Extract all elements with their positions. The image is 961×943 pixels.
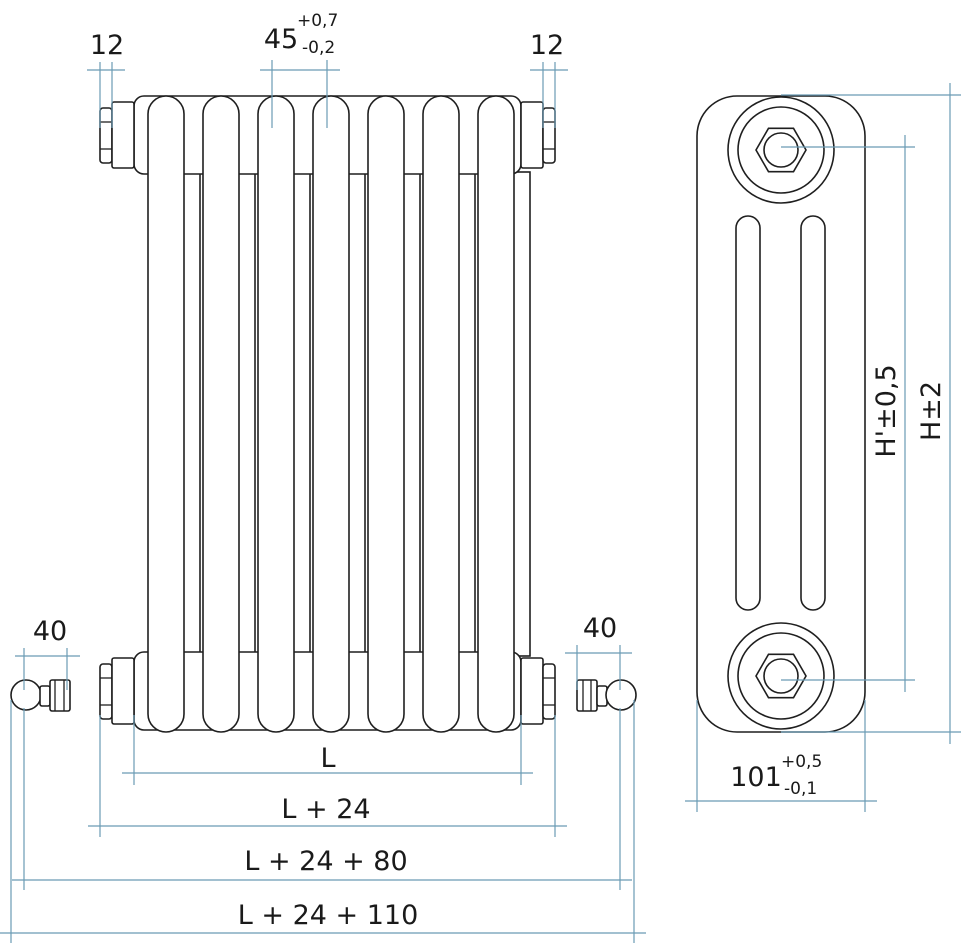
- left-valve: [10, 679, 71, 712]
- front-column: [202, 95, 240, 733]
- label-L-24-110: L + 24 + 110: [238, 900, 419, 931]
- label-45-upper-tol: +0,7: [297, 11, 338, 31]
- label-101-upper-tol: +0,5: [781, 752, 822, 772]
- right-bottom-plug: [520, 657, 556, 725]
- side-tube-left: [735, 215, 761, 611]
- label-40-right: 40: [583, 613, 617, 644]
- label-101: 101: [730, 762, 782, 793]
- front-column: [367, 95, 405, 733]
- label-40-left: 40: [33, 616, 67, 647]
- label-L: L: [320, 743, 335, 774]
- right-valve: [576, 679, 637, 712]
- right-top-plug: [520, 101, 556, 169]
- label-12-left: 12: [90, 30, 124, 61]
- left-top-plug: [99, 101, 135, 169]
- label-L-24: L + 24: [281, 794, 370, 825]
- bottom-connection-port: [727, 622, 835, 730]
- label-H: H±2: [916, 381, 947, 441]
- dimension-lines: [0, 60, 961, 943]
- front-view: [10, 95, 637, 733]
- side-tube-right: [800, 215, 826, 611]
- radiator-front-sections: [147, 95, 515, 733]
- label-45-lower-tol: -0,2: [302, 38, 335, 58]
- label-101-lower-tol: -0,1: [784, 779, 817, 799]
- label-12-right: 12: [530, 30, 564, 61]
- label-45: 45: [264, 24, 298, 55]
- front-column: [147, 95, 185, 733]
- label-L-24-80: L + 24 + 80: [244, 846, 407, 877]
- front-column: [422, 95, 460, 733]
- side-view: [696, 95, 866, 733]
- front-column: [312, 95, 350, 733]
- front-column: [477, 95, 515, 733]
- left-bottom-plug: [99, 657, 135, 725]
- top-connection-port: [727, 96, 835, 204]
- dimension-labels: 12 45 +0,7 -0,2 12 40 40 L L + 24 L + 24…: [33, 11, 947, 931]
- front-column: [257, 95, 295, 733]
- label-H-prime: H'±0,5: [871, 364, 902, 457]
